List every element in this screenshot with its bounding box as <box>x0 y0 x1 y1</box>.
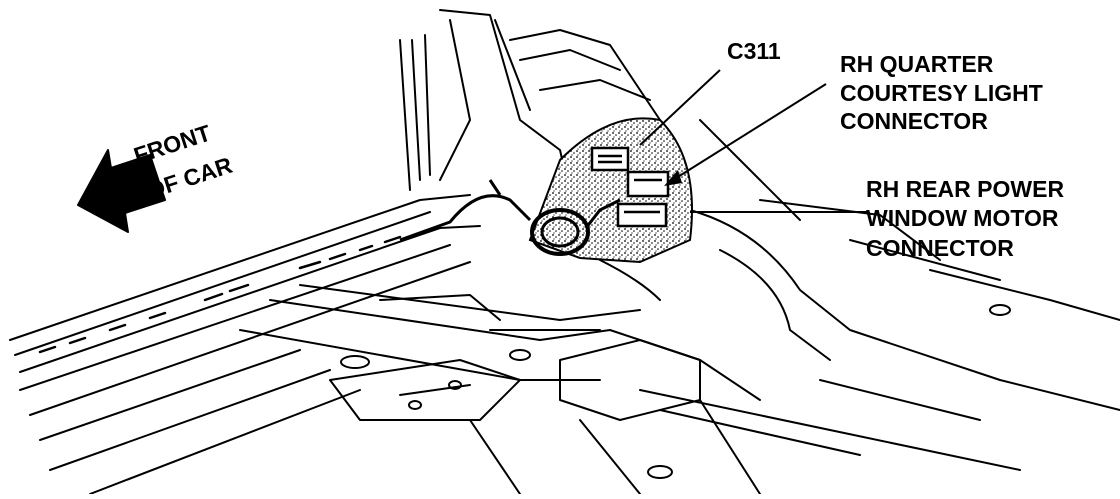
leader-lines <box>639 69 868 213</box>
quarter-light-label-line3: CONNECTOR <box>840 108 988 134</box>
c311-label: C311 <box>727 38 781 64</box>
window-motor-label-line2: WINDOW MOTOR <box>866 205 1059 231</box>
window-motor-connector <box>616 202 668 228</box>
quarter-light-connector <box>626 170 670 198</box>
connector-c311 <box>590 146 630 172</box>
window-motor-label-line1: RH REAR POWER <box>866 176 1064 202</box>
front-of-car-arrow-icon <box>77 149 166 233</box>
quarter-light-label-line1: RH QUARTER <box>840 51 994 77</box>
wiring-harness <box>399 179 621 256</box>
quarter-light-label-line2: COURTESY LIGHT <box>840 80 1043 106</box>
floor-pan-drawing <box>9 9 1120 495</box>
leader-arrowhead <box>664 170 682 186</box>
window-motor-label-line3: CONNECTOR <box>866 235 1014 261</box>
